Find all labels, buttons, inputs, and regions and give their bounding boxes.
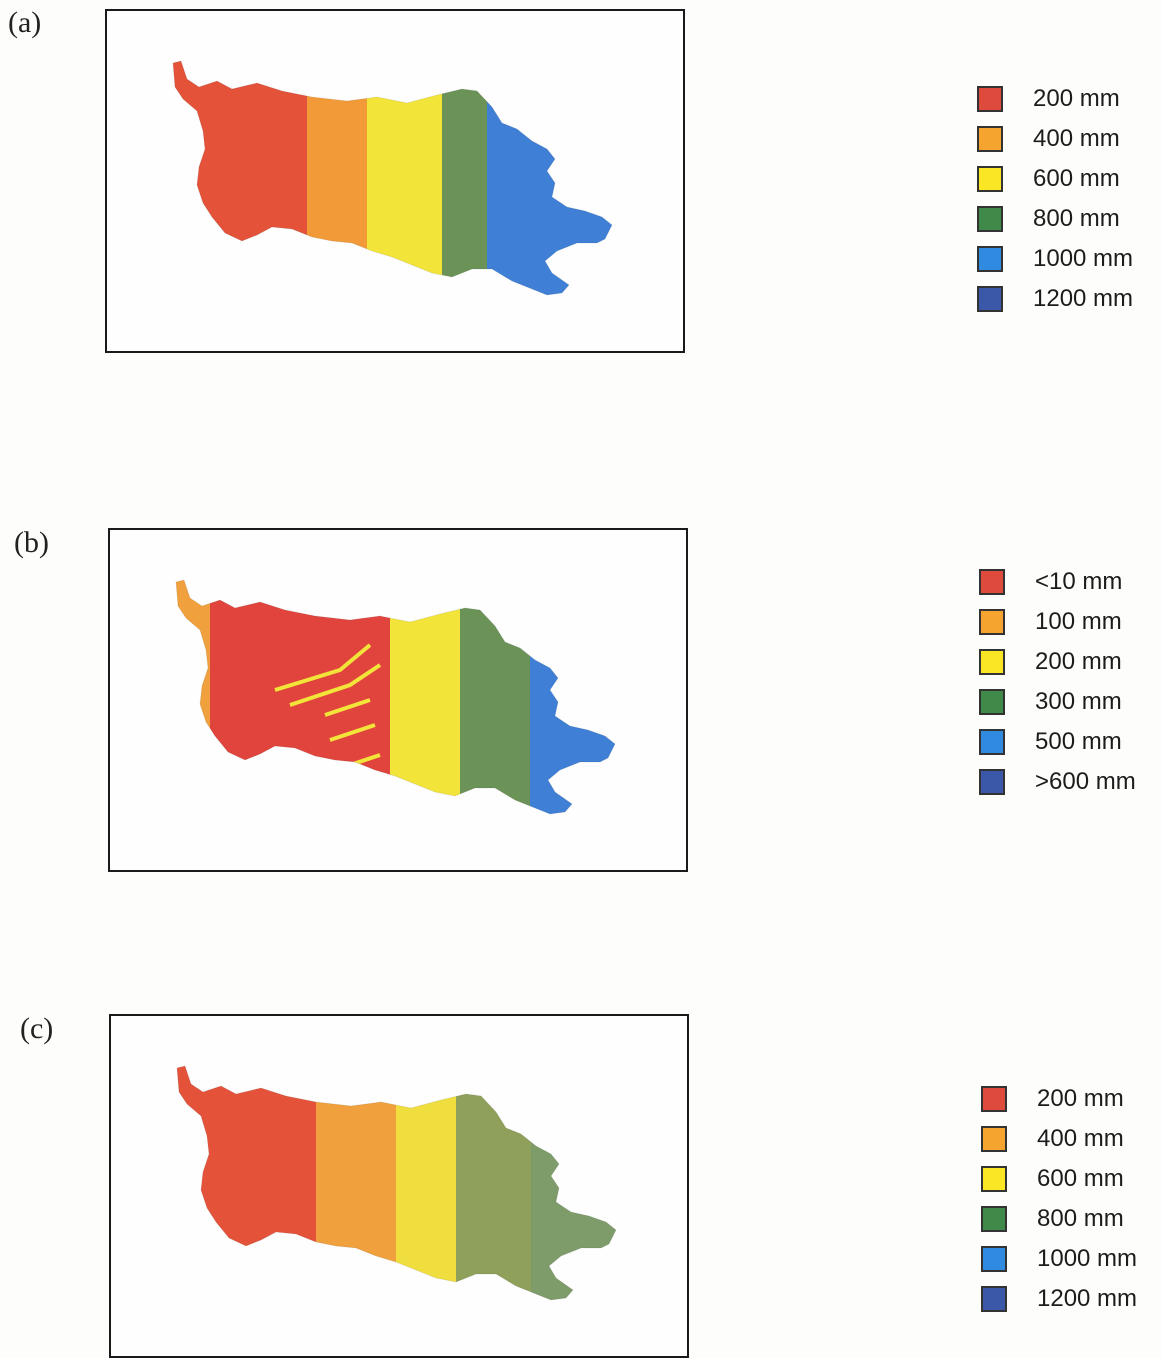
rainfall-map-b xyxy=(175,579,616,815)
legend-item: 400 mm xyxy=(977,124,1157,164)
region-outline xyxy=(176,1065,617,1301)
zone-a-4 xyxy=(487,61,612,295)
legend-swatch xyxy=(981,1086,1007,1112)
legend-swatch xyxy=(979,689,1005,715)
legend-label: 1000 mm xyxy=(1037,1245,1138,1272)
rainfall-map-c xyxy=(176,1065,617,1301)
zone-a-2 xyxy=(367,61,442,295)
legend-swatch xyxy=(981,1166,1007,1192)
legend-item: 300 mm xyxy=(979,687,1159,727)
legend-label: 500 mm xyxy=(1035,728,1122,755)
zone-b-2 xyxy=(390,580,460,814)
legend-a: 200 mm 400 mm 600 mm 800 mm 1000 mm 1200… xyxy=(977,84,1157,324)
legend-label: 400 mm xyxy=(1037,1125,1124,1152)
zone-a-3 xyxy=(442,61,487,295)
map-panel-a xyxy=(105,9,685,353)
legend-item: 100 mm xyxy=(979,607,1159,647)
zone-c-3 xyxy=(456,1066,531,1300)
legend-item: 400 mm xyxy=(981,1124,1161,1164)
legend-label: 100 mm xyxy=(1035,608,1122,635)
legend-label: <10 mm xyxy=(1035,568,1123,595)
legend-item: >600 mm xyxy=(979,767,1159,807)
zone-b-4 xyxy=(530,580,615,814)
legend-swatch xyxy=(977,166,1003,192)
legend-swatch xyxy=(977,206,1003,232)
legend-swatch xyxy=(977,246,1003,272)
legend-item: 200 mm xyxy=(981,1084,1161,1124)
legend-label: 1200 mm xyxy=(1037,1285,1138,1312)
map-panel-b xyxy=(108,528,688,872)
legend-swatch xyxy=(981,1206,1007,1232)
legend-item: 1200 mm xyxy=(977,284,1157,324)
legend-item: 200 mm xyxy=(979,647,1159,687)
legend-item: 800 mm xyxy=(981,1204,1161,1244)
legend-label: 1200 mm xyxy=(1033,285,1134,312)
legend-item: <10 mm xyxy=(979,567,1159,607)
legend-label: 300 mm xyxy=(1035,688,1122,715)
legend-label: 800 mm xyxy=(1033,205,1120,232)
legend-swatch xyxy=(979,769,1005,795)
legend-item: 1000 mm xyxy=(977,244,1157,284)
legend-swatch xyxy=(977,126,1003,152)
legend-swatch xyxy=(979,729,1005,755)
legend-c: 200 mm 400 mm 600 mm 800 mm 1000 mm 1200… xyxy=(981,1084,1161,1324)
legend-swatch xyxy=(981,1286,1007,1312)
legend-swatch xyxy=(979,569,1005,595)
zone-a-0 xyxy=(173,61,307,295)
legend-swatch xyxy=(981,1126,1007,1152)
legend-label: 800 mm xyxy=(1037,1205,1124,1232)
legend-item: 600 mm xyxy=(981,1164,1161,1204)
legend-item: 600 mm xyxy=(977,164,1157,204)
panel-label-c: (c) xyxy=(20,1012,54,1045)
legend-label: 200 mm xyxy=(1037,1085,1124,1112)
zone-b-streaks xyxy=(274,643,386,792)
legend-label: 600 mm xyxy=(1037,1165,1124,1192)
zone-c-2 xyxy=(396,1066,456,1300)
region-outline xyxy=(172,60,613,296)
legend-label: 200 mm xyxy=(1033,85,1120,112)
zone-a-1 xyxy=(307,61,367,295)
legend-item: 500 mm xyxy=(979,727,1159,767)
zone-b-3 xyxy=(460,580,530,814)
legend-swatch xyxy=(979,609,1005,635)
legend-item: 1200 mm xyxy=(981,1284,1161,1324)
rainfall-map-a xyxy=(172,60,613,296)
legend-swatch xyxy=(977,286,1003,312)
map-panel-c xyxy=(109,1014,689,1358)
legend-label: 1000 mm xyxy=(1033,245,1134,272)
panel-label-a: (a) xyxy=(8,6,42,39)
legend-item: 1000 mm xyxy=(981,1244,1161,1284)
legend-swatch xyxy=(979,649,1005,675)
legend-item: 200 mm xyxy=(977,84,1157,124)
legend-label: 600 mm xyxy=(1033,165,1120,192)
legend-item: 800 mm xyxy=(977,204,1157,244)
legend-label: 400 mm xyxy=(1033,125,1120,152)
legend-label: 200 mm xyxy=(1035,648,1122,675)
legend-label: >600 mm xyxy=(1035,768,1136,795)
panel-label-b: (b) xyxy=(14,526,49,559)
zone-c-4 xyxy=(531,1066,616,1300)
zone-c-0 xyxy=(177,1066,316,1300)
legend-swatch xyxy=(977,86,1003,112)
zone-c-1 xyxy=(316,1066,396,1300)
legend-swatch xyxy=(981,1246,1007,1272)
legend-b: <10 mm 100 mm 200 mm 300 mm 500 mm >600 … xyxy=(979,567,1159,807)
region-outline xyxy=(175,579,616,815)
